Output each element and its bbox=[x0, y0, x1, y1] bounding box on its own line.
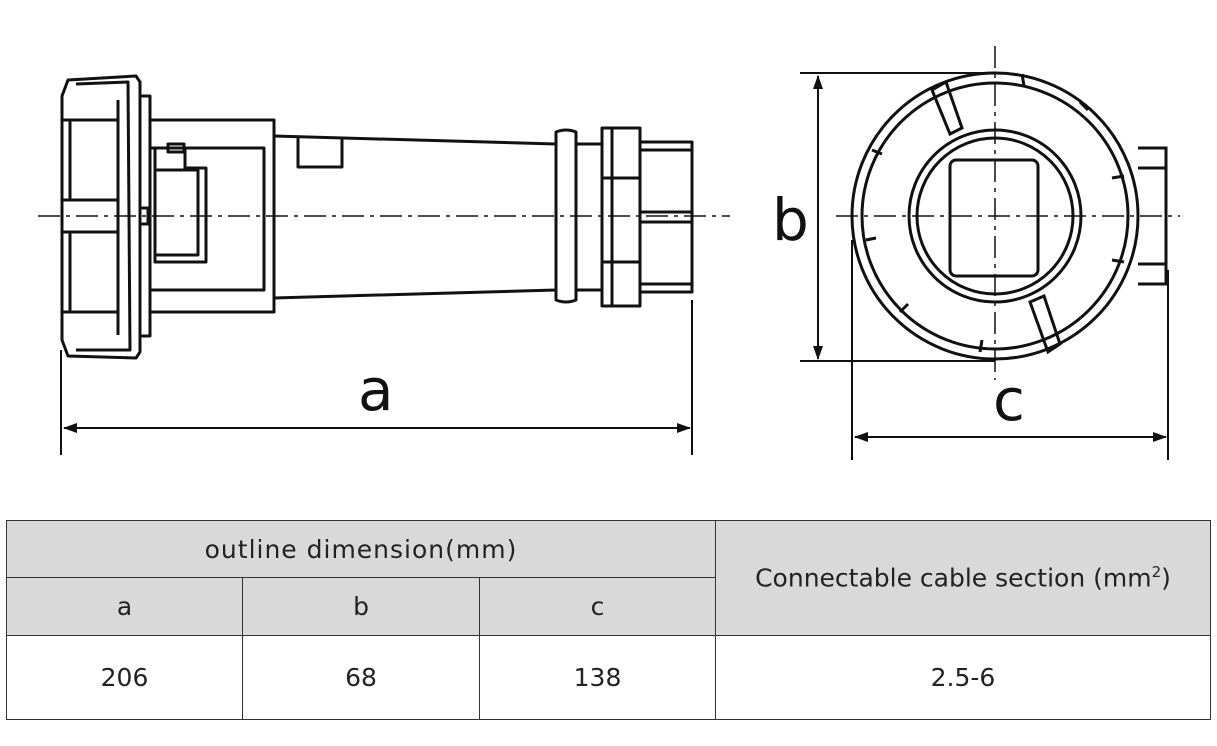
plug-dimension-drawing: a b c bbox=[38, 46, 1180, 460]
cable-section-header-sup: 2 bbox=[1151, 563, 1162, 582]
dimension-c-label: c bbox=[993, 366, 1025, 434]
cable-section-header-close: ) bbox=[1161, 563, 1171, 593]
dimension-c bbox=[851, 240, 1169, 460]
value-c: 138 bbox=[479, 634, 716, 721]
cable-section-header-text: Connectable cable section (mm bbox=[755, 563, 1152, 593]
spec-table: outline dimension(mm) Connectable cable … bbox=[6, 519, 1211, 721]
column-a-header: a bbox=[6, 577, 243, 636]
outline-dimension-header: outline dimension(mm) bbox=[6, 519, 716, 579]
value-b: 68 bbox=[242, 634, 480, 721]
value-a: 206 bbox=[6, 634, 243, 721]
dimension-a bbox=[60, 300, 693, 455]
cable-section-header: Connectable cable section (mm2) bbox=[715, 520, 1211, 636]
column-b-header: b bbox=[242, 577, 480, 636]
column-c-header: c bbox=[479, 577, 716, 636]
cable-section-value: 2.5-6 bbox=[715, 634, 1211, 721]
spec-value-row: 206 68 138 2.5-6 bbox=[6, 634, 1211, 721]
dimension-b-label: b bbox=[772, 186, 809, 254]
spec-header-row: outline dimension(mm) Connectable cable … bbox=[6, 519, 1211, 636]
dimension-a-label: a bbox=[358, 356, 394, 424]
dimension-b bbox=[800, 72, 995, 362]
side-view bbox=[60, 74, 694, 360]
